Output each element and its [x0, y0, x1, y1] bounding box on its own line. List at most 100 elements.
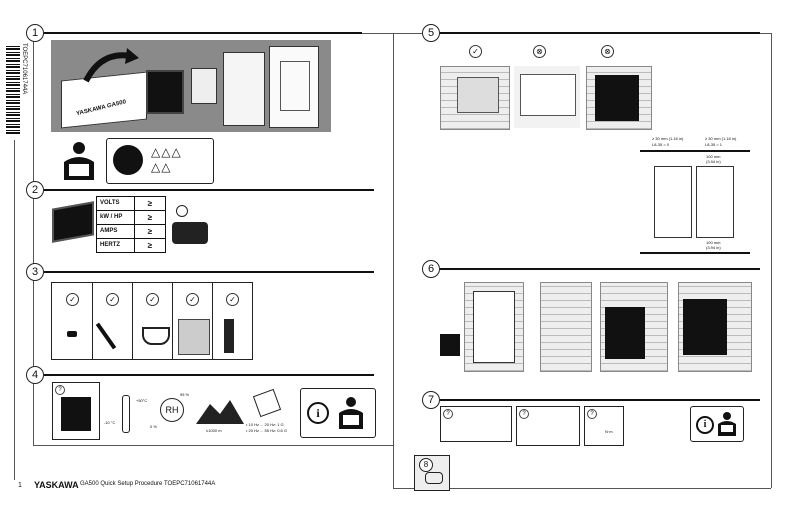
question-icon: ?: [519, 409, 529, 419]
temp-min: -10 °C: [104, 420, 116, 425]
right-column-border: [771, 33, 772, 488]
rating-row: AMPS≥: [97, 225, 165, 239]
refer-manual-panel: i: [300, 388, 376, 438]
mount-drive-image: [600, 282, 668, 372]
instruction-sheet-image: [223, 52, 265, 126]
reader-icon: [335, 395, 367, 431]
crimp-tool-icon: [224, 319, 234, 353]
clearance-bottom: 100 mm (3.94 in): [706, 240, 721, 250]
torque-unit: N·m: [605, 429, 613, 434]
secure-drive-image: [678, 282, 752, 372]
right-bottom-rule: [393, 488, 771, 489]
manual-required-icon: [113, 145, 143, 175]
step-4-rule: [44, 374, 374, 376]
step-1-rule: [44, 32, 362, 34]
rating-check-table: VOLTS≥ kW / HP≥ AMPS≥ HERTZ≥: [96, 196, 166, 253]
step-7-rule: [440, 399, 760, 401]
step-4-number: 4: [26, 366, 44, 384]
ok-mark-icon: ✓: [469, 45, 482, 58]
info-icon: i: [307, 402, 329, 424]
step-2-number: 2: [26, 181, 44, 199]
wall-template-image: [464, 282, 524, 372]
left-margin-line: [14, 140, 15, 480]
check-icon: ✓: [186, 293, 199, 306]
question-icon: ?: [443, 409, 453, 419]
drive-unit-image: [146, 70, 184, 114]
check-icon: ✓: [66, 293, 79, 306]
template-sheet-image: [269, 46, 319, 128]
step-8-panel: 8: [414, 455, 450, 491]
vibration-spec-2: • 20 Hz ... 55 Hz: 0.6 G: [246, 428, 287, 433]
unbox-arrow-icon: [83, 48, 139, 83]
question-icon: ?: [587, 409, 597, 419]
not-ok-mark-icon: ⊗: [601, 45, 614, 58]
box-label: YASKAWA GA500: [75, 99, 127, 118]
torque-panel: ? N·m: [584, 406, 624, 446]
footer-page-number: 1: [18, 482, 22, 489]
manual-image: [191, 68, 217, 104]
thermometer-icon: [122, 395, 130, 433]
drill-icon: [178, 319, 210, 355]
wall-screws-image: [540, 282, 592, 372]
safety-symbols-panel: △△△△△: [106, 138, 214, 184]
rating-row: kW / HP≥: [97, 211, 165, 225]
info-icon: i: [696, 416, 714, 434]
step-3-rule: [44, 271, 374, 273]
barcode-text: TOEPC71061744A: [21, 43, 27, 95]
clearance-top: 100 mm (3.94 in): [706, 154, 721, 164]
drive-nameplate-image: [52, 201, 94, 243]
wire-stripper-icon: [142, 327, 170, 345]
humidity-icon: RH: [160, 398, 184, 422]
vibration-icon: [252, 388, 282, 418]
check-icon: ✓: [106, 293, 119, 306]
step-1-number: 1: [26, 24, 44, 42]
left-column-border: [33, 33, 34, 445]
footer-doc-code: TOEPC71061744A: [164, 481, 216, 487]
tools-panel: ✓ ✓ ✓ ✓ ✓: [51, 282, 253, 360]
refer-manual-panel-2: i: [690, 406, 744, 442]
barcode: [6, 44, 20, 134]
step-6-number: 6: [422, 260, 440, 278]
clearance-diagram: [640, 142, 750, 260]
rh-max: 95 %: [180, 392, 190, 397]
step-2-rule: [44, 189, 374, 191]
footer-brand: YASKAWA: [34, 480, 79, 490]
flat-mount-image: [586, 66, 652, 130]
step-5-number: 5: [422, 24, 440, 42]
not-ok-mark-icon: ⊗: [533, 45, 546, 58]
check-icon: ✓: [146, 293, 159, 306]
screw-icon: [67, 331, 77, 337]
altitude-limit: ≤1000 m: [206, 428, 222, 433]
horizontal-mount-image: [514, 66, 580, 128]
step-6-rule: [440, 268, 760, 270]
drill-wall-icon: [440, 334, 460, 356]
rating-row: HERTZ≥: [97, 239, 165, 252]
mountain-icon: [196, 400, 244, 424]
step-8-number: 8: [419, 458, 433, 472]
clearance-top-right-param: L8-35 = 1: [705, 142, 723, 147]
vibration-spec-1: • 10 Hz ... 20 Hz: 1 G: [246, 422, 284, 427]
wire-strip-panel: ?: [440, 406, 512, 442]
step-7-number: 7: [422, 391, 440, 409]
clearance-top-left: ≥ 30 mm (1.18 in): [652, 136, 684, 141]
step-3-number: 3: [26, 263, 44, 281]
check-icon: ✓: [226, 293, 239, 306]
footer-title: GA500 Quick Setup Procedure: [80, 481, 163, 487]
rh-min: 0 %: [150, 424, 157, 429]
step-5-rule: [440, 32, 760, 34]
center-divider: [393, 33, 394, 488]
hand-icon: [425, 472, 443, 484]
unboxing-panel: YASKAWA GA500: [51, 40, 331, 132]
question-icon: ?: [55, 385, 65, 395]
reader-icon: [715, 411, 739, 437]
no-symbol-icon: [176, 205, 188, 217]
installation-env-panel: ?: [52, 382, 100, 440]
read-manual-icon: [56, 140, 102, 182]
clearance-top-right: ≥ 30 mm (1.18 in): [705, 136, 737, 141]
motor-image: [172, 222, 208, 244]
warning-triangles-icon: △△△△△: [151, 145, 182, 174]
rating-row: VOLTS≥: [97, 197, 165, 211]
clearance-top-left-param: L8-35 = 0: [652, 142, 670, 147]
screwdriver-icon: [95, 322, 117, 350]
terminal-wiring-panel: ?: [516, 406, 580, 446]
